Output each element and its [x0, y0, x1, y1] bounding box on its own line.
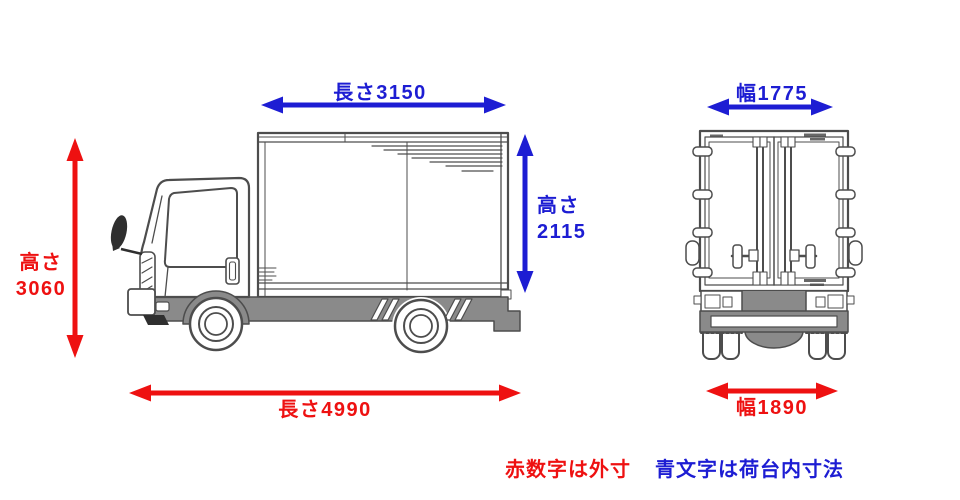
cab-window [163, 187, 238, 268]
cargo-height-label-line1: 高さ [537, 193, 580, 217]
overall-length-label: 長さ4990 [278, 398, 372, 421]
rear-wheel [393, 298, 449, 354]
rear-undercarriage [693, 290, 855, 360]
overall-length-dimension: 長さ4990 [129, 384, 521, 421]
legend-interior-note: 青文字は荷台内寸法 [655, 457, 844, 481]
right-rear-lamp [848, 240, 863, 266]
axle-housing [744, 330, 804, 349]
overall-width-dimension: 幅1890 [706, 382, 838, 419]
overall-height-label-line2: 3060 [16, 278, 67, 300]
left-rear-lamp [685, 240, 700, 266]
right-taillight-unit [805, 290, 855, 313]
box-stickers [710, 133, 826, 286]
windshield-pillar-line [151, 195, 163, 244]
door-seam-line [164, 266, 169, 298]
double-arrow-vertical-icon [516, 134, 534, 293]
license-plate-slot [710, 315, 838, 328]
chassis-slashes [370, 298, 473, 321]
box-hatch-lines-bottom-left [258, 267, 277, 281]
door-handles [730, 244, 818, 269]
front-bumper [127, 288, 156, 316]
box-hatch-lines [371, 145, 503, 172]
door-hinges [692, 146, 856, 278]
overall-height-dimension: 高さ 3060 [16, 138, 84, 358]
overall-width-label: 幅1890 [736, 396, 808, 419]
cargo-height-label-line2: 2115 [537, 221, 586, 243]
left-taillight-unit [693, 290, 743, 313]
cargo-width-label: 幅1775 [736, 82, 808, 105]
truck-rear-view [685, 129, 863, 360]
double-arrow-horizontal-icon [706, 382, 838, 400]
legend-exterior-note: 赤数字は外寸 [505, 457, 631, 481]
side-mirror [110, 215, 143, 256]
rear-box [685, 129, 863, 293]
truck-side-view [110, 131, 521, 355]
double-arrow-vertical-icon [66, 138, 84, 358]
cab-marker-light [155, 301, 170, 312]
side-cab [110, 176, 251, 325]
cargo-width-dimension: 幅1775 [707, 82, 833, 116]
double-arrow-horizontal-icon [129, 384, 521, 402]
front-mudflap [143, 315, 169, 325]
cargo-length-label: 長さ3150 [333, 81, 427, 104]
side-cargo-box [256, 131, 512, 300]
center-frame [742, 291, 806, 312]
cargo-height-dimension: 高さ 2115 [516, 134, 586, 293]
front-wheel [188, 296, 244, 352]
double-arrow-horizontal-icon [261, 96, 506, 114]
double-arrow-horizontal-icon [707, 98, 833, 116]
cargo-length-dimension: 長さ3150 [261, 81, 506, 114]
overall-height-label-line1: 高さ [20, 250, 63, 274]
legend: 赤数字は外寸 青文字は荷台内寸法 [505, 457, 844, 481]
side-wheels [188, 296, 449, 354]
